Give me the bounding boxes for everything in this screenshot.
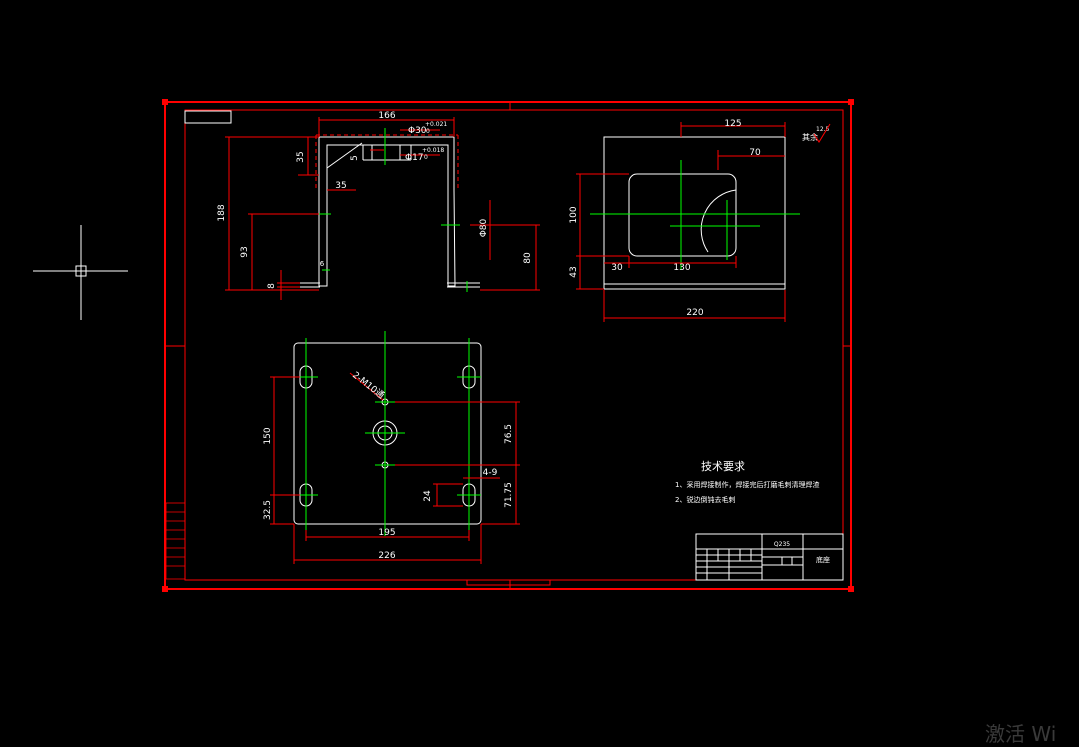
tol-upper-30: +0.021	[425, 121, 447, 128]
dim-6: 6	[320, 260, 325, 268]
title-block: Q235 底座	[695, 533, 844, 581]
drawing-number-box	[184, 110, 232, 124]
plan-view: 2-M10通 150 32.5 76.5 71.75 24 4-9 195 22…	[263, 331, 520, 564]
dim-150: 150	[263, 427, 273, 444]
title-block-material: Q235	[774, 541, 790, 548]
crosshair-icon	[33, 225, 128, 320]
front-view-dimensions	[225, 117, 540, 300]
dim-80: 80	[523, 252, 533, 264]
dim-35-vertical: 35	[296, 151, 306, 162]
dim-166: 166	[378, 111, 395, 121]
dim-32-5: 32.5	[263, 500, 273, 520]
dim-30: 30	[611, 263, 623, 273]
callout-2-m10: 2-M10通	[350, 370, 386, 402]
dim-5: 5	[350, 155, 360, 161]
dim-8: 8	[267, 283, 277, 289]
front-view-dim-text: 166 188 93 35 35 8 6 5 Φ30 +0.021 0 Φ17 …	[217, 111, 533, 289]
dim-226: 226	[378, 551, 395, 561]
dim-43: 43	[569, 266, 579, 277]
plan-view-centerlines	[296, 331, 481, 536]
front-view: 166 188 93 35 35 8 6 5 Φ30 +0.021 0 Φ17 …	[217, 111, 540, 300]
sheet-frame	[164, 101, 852, 590]
tol-lower-17: 0	[424, 154, 428, 161]
dim-phi-17: Φ17	[405, 153, 424, 163]
frame-grips[interactable]	[162, 99, 854, 592]
dim-71-75: 71.75	[504, 482, 514, 508]
dim-130: 130	[673, 263, 690, 273]
roughness-label: 其余	[802, 132, 818, 142]
side-view: 125 70 100 43 30 130 220 其余 12.5	[569, 119, 831, 322]
activation-watermark: 激活 Wi	[985, 722, 1057, 746]
roughness-icon	[813, 123, 831, 143]
roughness-value: 12.5	[816, 126, 830, 133]
dim-35-horizontal: 35	[335, 181, 346, 191]
tech-req-item-2: 2、锐边倒钝去毛刺	[675, 495, 735, 504]
dim-phi-80: Φ80	[479, 218, 489, 237]
tech-req-title: 技术要求	[701, 460, 745, 473]
dim-4-9: 4-9	[483, 468, 498, 478]
technical-requirements: 技术要求 1、采用焊接制作，焊接完后打磨毛刺清理焊渣 2、锐边倒钝去毛刺	[675, 460, 819, 504]
roughness-symbol: 其余 12.5	[802, 123, 831, 143]
revision-strip	[165, 502, 186, 580]
tech-req-item-1: 1、采用焊接制作，焊接完后打磨毛刺清理焊渣	[675, 480, 819, 489]
plan-view-dimensions	[270, 372, 520, 564]
dim-188: 188	[217, 204, 227, 221]
front-view-outline	[300, 136, 480, 288]
dim-100: 100	[569, 206, 579, 223]
tol-lower-30: 0	[426, 128, 430, 135]
side-view-centerlines	[590, 160, 800, 270]
dim-phi-30: Φ30	[408, 126, 427, 136]
tol-upper-17: +0.018	[422, 147, 444, 154]
side-view-outline	[603, 136, 786, 290]
dim-93: 93	[240, 246, 250, 257]
dim-24: 24	[423, 490, 433, 502]
dim-195: 195	[378, 528, 395, 538]
side-view-dimensions	[576, 122, 786, 322]
front-view-hidden-lines	[315, 134, 459, 190]
title-block-part-name: 底座	[816, 555, 830, 564]
dim-220: 220	[686, 308, 703, 318]
dim-70: 70	[749, 148, 761, 158]
side-view-dim-text: 125 70 100 43 30 130 220	[569, 119, 761, 318]
dim-76-5: 76.5	[504, 424, 514, 444]
dim-125: 125	[724, 119, 741, 129]
